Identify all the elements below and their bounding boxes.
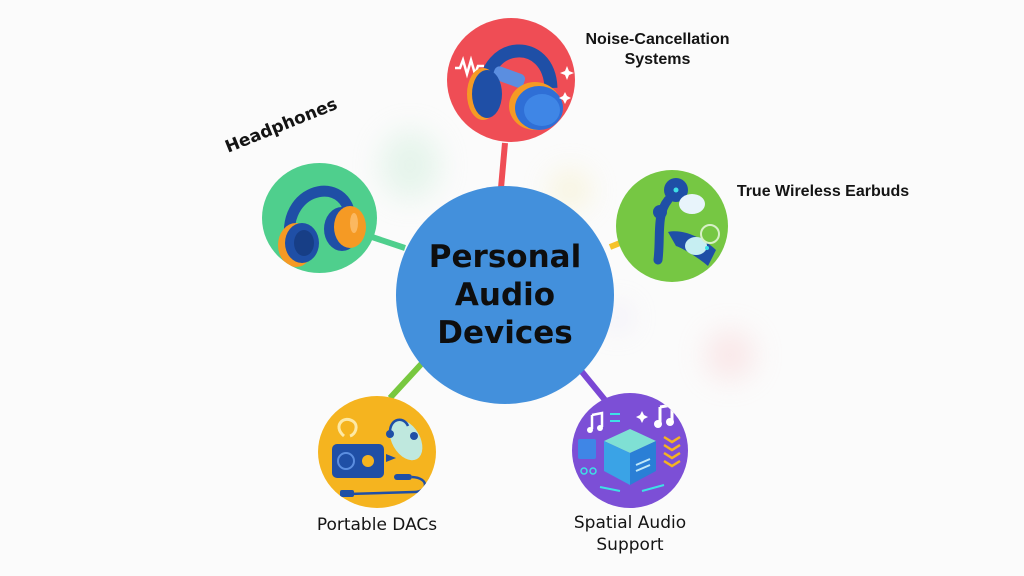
portable-dac-icon <box>332 417 427 497</box>
spatial-audio-label: Spatial Audio Support <box>573 513 687 555</box>
true-wireless-earbuds-label: True Wireless Earbuds <box>736 183 910 200</box>
central-topic-title: Personal Audio Devices <box>428 239 582 351</box>
connector-noise-cancellation <box>498 142 508 189</box>
connector-headphones <box>371 234 406 251</box>
true-wireless-earbuds-node <box>616 170 728 282</box>
3d-cube-with-music-notes-icon <box>578 403 681 492</box>
noise-cancellation-node <box>447 18 575 142</box>
connector-dacs <box>387 357 428 401</box>
portable-dacs-label: Portable DACs <box>316 515 438 535</box>
connector-spatial <box>575 365 608 402</box>
background-glow <box>705 330 755 380</box>
wireless-earbuds-icon <box>653 178 720 266</box>
headphones-node <box>262 163 377 273</box>
headphones-with-sound-wave-icon <box>455 44 574 130</box>
central-topic-node: Personal Audio Devices <box>396 186 614 404</box>
background-glow <box>380 130 440 200</box>
portable-dacs-node <box>318 396 436 508</box>
spatial-audio-node <box>572 393 688 508</box>
headphones-icon <box>278 185 366 267</box>
noise-cancellation-label: Noise-Cancellation Systems <box>585 31 730 68</box>
